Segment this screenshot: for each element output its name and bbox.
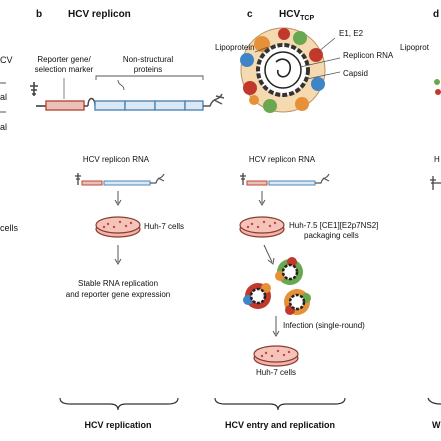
nonstructural-label-line2: proteins bbox=[133, 65, 163, 74]
reporter-gene-box bbox=[45, 100, 85, 111]
panel-c-footer: HCV entry and replication bbox=[224, 420, 336, 430]
panel-d-h: H bbox=[434, 155, 440, 164]
ns5a-box bbox=[154, 100, 186, 111]
panel-b-rna-label: HCV replicon RNA bbox=[82, 155, 150, 164]
virus-particle-2 bbox=[243, 283, 271, 309]
d-lipo-dot-2 bbox=[435, 89, 441, 95]
infection-label: Infection (single-round) bbox=[283, 321, 365, 330]
cell-dish-b bbox=[95, 216, 141, 238]
panel-b-result-line2: and reporter gene expression bbox=[65, 290, 171, 299]
panel-d-lipoprotein: Lipoprot bbox=[400, 43, 429, 52]
panel-c-letter: c bbox=[247, 9, 253, 20]
mini-stemloop bbox=[75, 173, 81, 185]
packaging-line1: Huh-7.5 [CE1][E2p7NS2] bbox=[289, 221, 379, 230]
reporter-label-line1: Reporter gene/ bbox=[37, 55, 91, 64]
panel-b-footer: HCV replication bbox=[84, 420, 152, 430]
packaging-dish bbox=[239, 216, 285, 238]
panel-c-title: HCVTCP bbox=[279, 10, 314, 23]
nonstructural-bracket bbox=[95, 75, 204, 80]
ns5b-box bbox=[184, 100, 204, 111]
panel-c-rna-label: HCV replicon RNA bbox=[248, 155, 316, 164]
mini-ns bbox=[103, 180, 151, 186]
utr-3prime bbox=[203, 93, 225, 107]
panel-d-footer: W bbox=[432, 420, 441, 430]
brace-d bbox=[427, 397, 441, 405]
fragment-al-2: al bbox=[0, 122, 8, 132]
panel-c-cells-label: Huh-7 cells bbox=[256, 368, 296, 377]
panel-b-title: HCV replicon bbox=[68, 9, 131, 20]
arrow-c3-head bbox=[272, 330, 280, 337]
virus-particle-3 bbox=[284, 289, 311, 315]
emcv-ires bbox=[84, 97, 96, 107]
arrow-c2 bbox=[263, 244, 273, 263]
mini-reporter bbox=[81, 180, 103, 186]
panel-c-cells-word1: Huh-7 bbox=[255, 368, 278, 377]
mini-3utr bbox=[150, 173, 165, 184]
replicon-rna-icon-b bbox=[75, 173, 165, 186]
replicon-rna-pointer bbox=[299, 57, 341, 68]
fragment-cv: CV bbox=[0, 55, 13, 65]
arrow-c2-head bbox=[267, 257, 275, 265]
panel-b-letter: b bbox=[36, 9, 43, 20]
e1e2-pointer bbox=[317, 37, 336, 53]
brace-c bbox=[214, 397, 346, 411]
arrow-b2-head bbox=[114, 258, 122, 265]
nonstructural-label-line1: Non-structural bbox=[122, 55, 174, 64]
lipoprotein-label: Lipoprotein bbox=[215, 43, 255, 52]
replicon-rna-icon-c bbox=[240, 173, 330, 186]
infected-dish bbox=[253, 345, 299, 367]
hcv-tcp-particle bbox=[240, 27, 326, 113]
capsid-pointer bbox=[306, 71, 341, 80]
fragment-cells: cells bbox=[0, 223, 19, 233]
arrow-b1-head bbox=[114, 199, 122, 206]
replicon-construct bbox=[30, 75, 225, 111]
panel-c-cells-word2: cells bbox=[280, 368, 297, 377]
d-lipo-dot-1 bbox=[434, 79, 440, 85]
capsid-label: Capsid bbox=[343, 69, 368, 78]
replicon-rna-label: Replicon RNA bbox=[343, 51, 394, 60]
packaging-line2: packaging cells bbox=[304, 231, 359, 240]
ns-bracket-tail bbox=[117, 79, 125, 91]
reporter-label-line2: selection marker bbox=[34, 65, 94, 74]
virus-particle-1 bbox=[275, 257, 303, 285]
fragment-al-1: al bbox=[0, 92, 8, 102]
ns4-box bbox=[124, 100, 156, 111]
panel-b-result-line1: Stable RNA replication bbox=[77, 279, 159, 288]
arrow-c1-head bbox=[258, 199, 266, 206]
panel-d-letter: d bbox=[433, 9, 440, 20]
panel-c-title-main: HCV bbox=[279, 9, 301, 20]
ns3-box bbox=[94, 100, 126, 111]
panel-c-title-sub: TCP bbox=[300, 15, 315, 22]
brace-b bbox=[59, 397, 179, 411]
panel-b-cells-label: Huh-7 cells bbox=[144, 222, 185, 231]
ires-stemloop-left bbox=[30, 82, 38, 96]
lipoprotein-pointer bbox=[254, 46, 269, 53]
e1e2-label: E1, E2 bbox=[339, 29, 364, 38]
d-rna-stub bbox=[430, 176, 441, 190]
